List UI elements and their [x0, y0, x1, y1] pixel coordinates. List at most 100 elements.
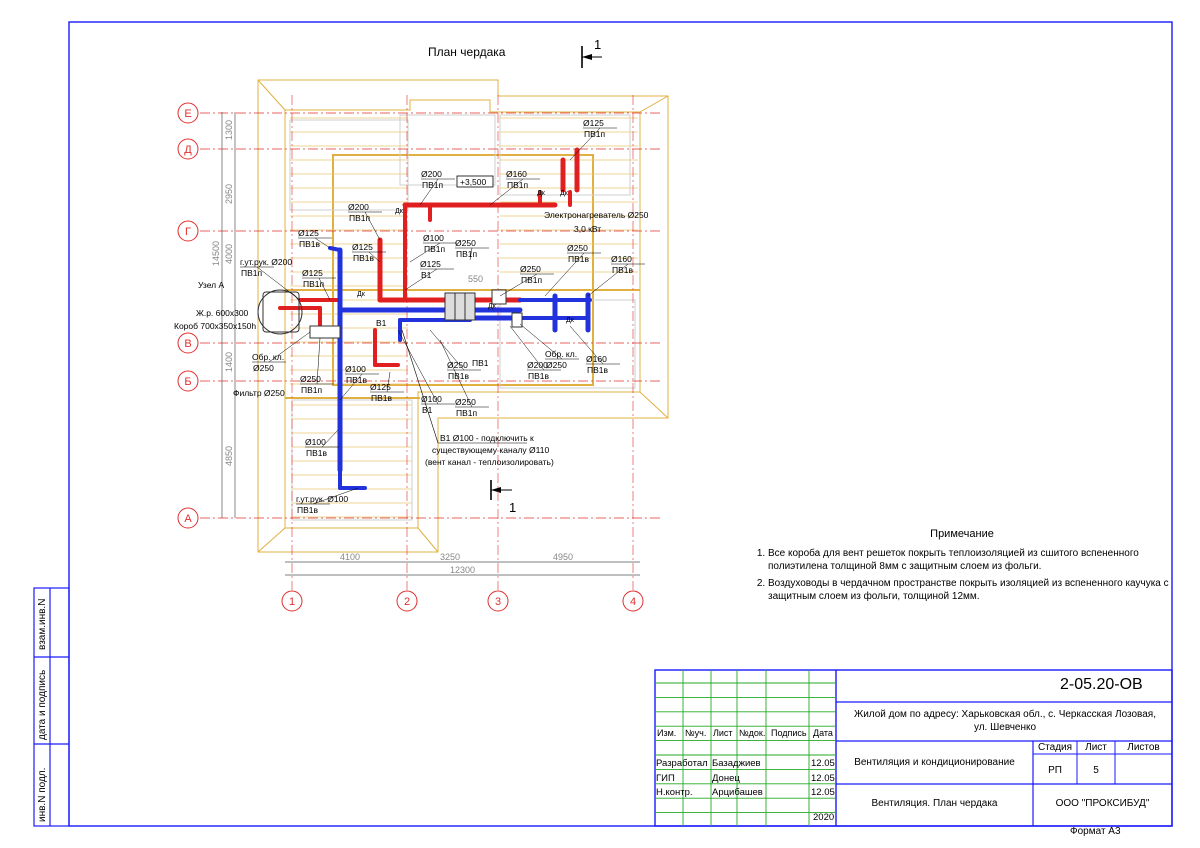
duct-label: Обр. кл.Ø250 [252, 331, 311, 373]
svg-text:ПВ1п: ПВ1п [507, 180, 529, 190]
svg-text:ПВ1п: ПВ1п [521, 275, 543, 285]
svg-text:12300: 12300 [450, 565, 475, 575]
axis-row-label: Г [185, 226, 191, 238]
svg-text:Ø200: Ø200 [527, 360, 548, 370]
svg-text:ПВ1в: ПВ1в [448, 371, 470, 381]
svg-text:Ø250: Ø250 [520, 264, 541, 274]
dimensions-left [221, 112, 236, 518]
svg-text:ПВ1: ПВ1 [472, 358, 489, 368]
notes-title: Примечание [930, 528, 994, 540]
sheet-header: Лист [1085, 742, 1107, 753]
svg-text:Ø125: Ø125 [583, 118, 604, 128]
svg-text:1400: 1400 [224, 352, 234, 372]
svg-text:(вент канал - теплоизолировать: (вент канал - теплоизолировать) [425, 457, 554, 467]
svg-text:Дк: Дк [566, 317, 575, 324]
svg-text:г.ут.рук. Ø200: г.ут.рук. Ø200 [240, 257, 292, 267]
axis-col-label: 4 [630, 596, 636, 608]
single-labels: Электронагреватель Ø250 3,0 кВт Ж.р. 600… [174, 175, 649, 467]
roof-structure [257, 79, 669, 553]
axis-cols: 1 2 3 4 [281, 95, 644, 612]
svg-text:ПВ1п: ПВ1п [584, 129, 606, 139]
rafters [290, 117, 638, 518]
svg-text:существующему каналу Ø110: существующему каналу Ø110 [432, 445, 549, 455]
axis-row-label: Е [184, 108, 191, 120]
svg-text:Ø125: Ø125 [302, 268, 323, 278]
tb-headers: Изм. №уч. Лист №док. Подпись Дата [657, 728, 833, 738]
svg-text:Ø160: Ø160 [506, 169, 527, 179]
svg-text:В1 Ø100 - подключить к: В1 Ø100 - подключить к [440, 433, 534, 443]
section-mark-top: 1 [581, 37, 602, 68]
drawing-code: 2-05.20-ОВ [1060, 676, 1143, 693]
svg-text:4100: 4100 [340, 552, 360, 562]
svg-text:Дк: Дк [395, 208, 404, 215]
svg-text:ПВ1в: ПВ1в [353, 253, 375, 263]
svg-text:г.ут.рук. Ø100: г.ут.рук. Ø100 [296, 494, 348, 504]
tb-year: 2020 [813, 812, 835, 823]
svg-text:ПВ1п: ПВ1п [241, 268, 263, 278]
svg-text:Ø100: Ø100 [345, 364, 366, 374]
svg-text:+3,500: +3,500 [460, 177, 487, 187]
section-name: Вентиляция и кондиционирование [854, 757, 1015, 768]
svg-text:14500: 14500 [211, 241, 221, 266]
svg-text:3,0 кВт: 3,0 кВт [574, 224, 601, 234]
sheet-value: 5 [1093, 765, 1099, 776]
svg-text:Ø250: Ø250 [567, 243, 588, 253]
svg-text:Ø250: Ø250 [546, 360, 567, 370]
svg-text:ПВ1п: ПВ1п [349, 213, 371, 223]
svg-text:Ø200: Ø200 [348, 202, 369, 212]
note-item: Воздуховоды в чердачном пространстве пок… [768, 577, 1172, 603]
svg-text:Ø125: Ø125 [370, 382, 391, 392]
stage-header: Стадия [1037, 742, 1073, 753]
axis-row-label: В [184, 338, 191, 350]
supply-ducts [278, 147, 580, 367]
svg-text:Дк: Дк [537, 190, 546, 197]
svg-text:Ø250: Ø250 [455, 397, 476, 407]
svg-text:Ø250: Ø250 [455, 238, 476, 248]
svg-text:ПВ1в: ПВ1в [297, 505, 319, 515]
svg-text:ПВ1в: ПВ1в [528, 371, 550, 381]
axis-col-label: 3 [495, 596, 501, 608]
svg-text:1: 1 [594, 37, 601, 52]
title-block [654, 669, 1173, 827]
axis-row-label: Б [184, 376, 191, 388]
svg-text:Ø200: Ø200 [421, 169, 442, 179]
object-address: Жилой дом по адресу: Харьковская обл., с… [853, 709, 1157, 733]
axis-row-label: Д [184, 144, 192, 156]
svg-text:Фильтр Ø250: Фильтр Ø250 [233, 388, 285, 398]
stamp-orig-inv: инв.N подл. [37, 768, 48, 822]
svg-text:1300: 1300 [224, 120, 234, 140]
svg-text:ПВ1п: ПВ1п [456, 249, 478, 259]
svg-text:ПВ1в: ПВ1в [371, 393, 393, 403]
svg-text:ПВ1в: ПВ1в [587, 365, 609, 375]
svg-text:Обр. кл.: Обр. кл. [252, 352, 284, 362]
svg-text:3250: 3250 [440, 552, 460, 562]
svg-text:ПВ1п: ПВ1п [424, 244, 446, 254]
svg-text:Обр. кл.: Обр. кл. [545, 349, 577, 359]
ventilation-unit [257, 289, 523, 339]
svg-text:ПВ1п: ПВ1п [303, 279, 325, 289]
axis-col-label: 2 [404, 596, 410, 608]
stamp-replaced-inv: взам.инв.N [37, 599, 48, 650]
svg-text:Ø100: Ø100 [421, 394, 442, 404]
sheet-format: Формат А3 [1070, 826, 1121, 837]
axis-col-label: 1 [289, 596, 295, 608]
sheets-header: Листов [1127, 742, 1160, 753]
